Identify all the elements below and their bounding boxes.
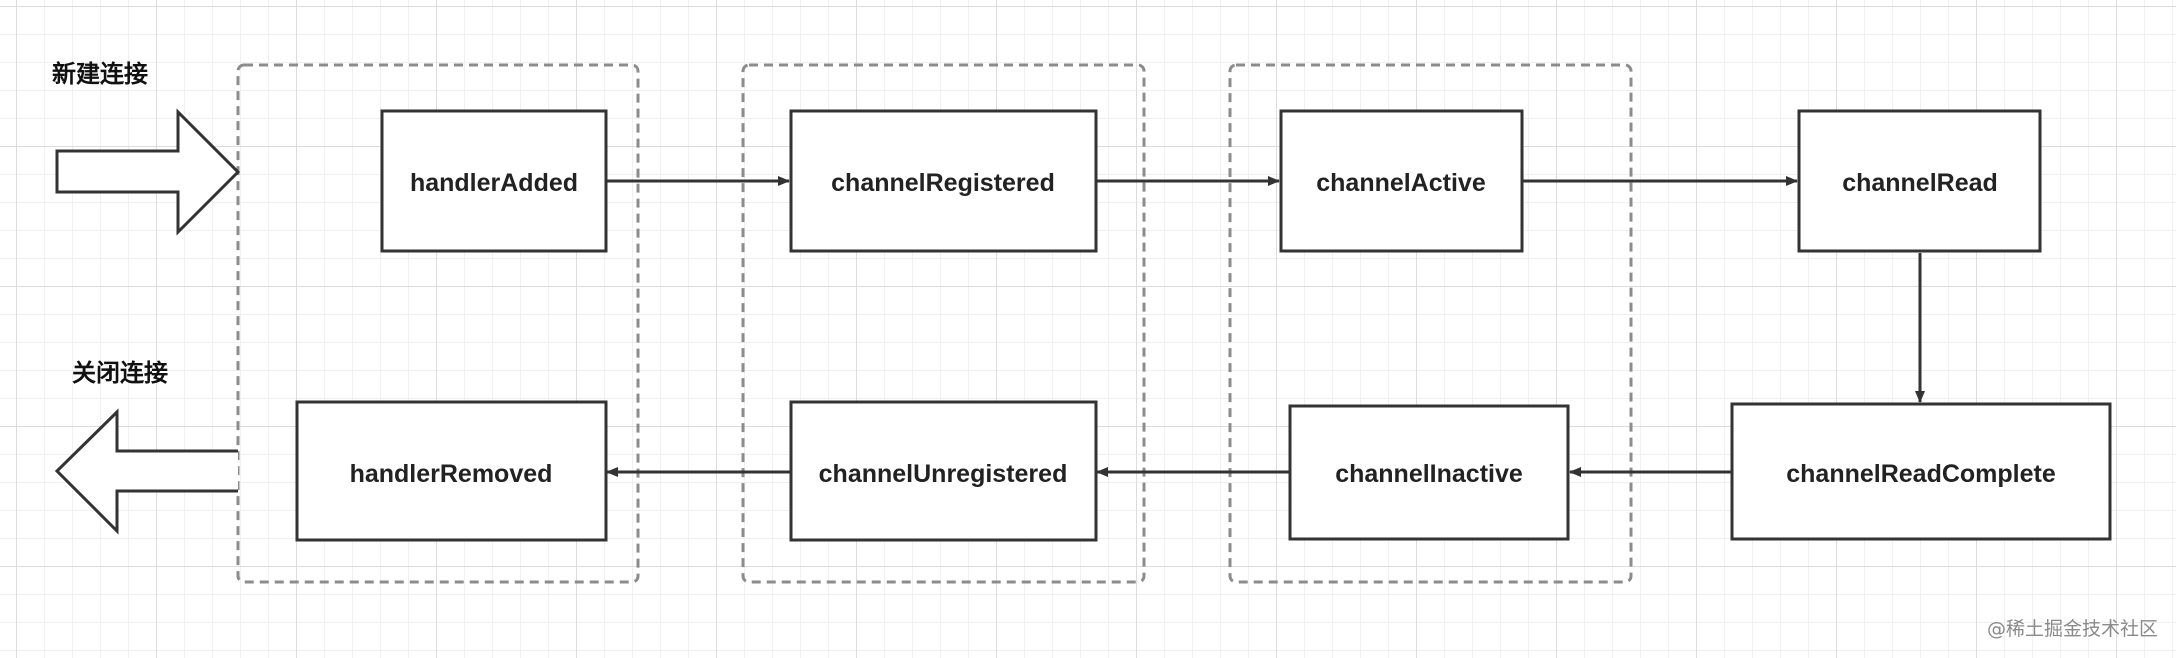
node-channel-registered: channelRegistered (789, 109, 1098, 253)
close-connection-arrow-icon (54, 408, 238, 535)
close-connection-label: 关闭连接 (72, 359, 168, 387)
node-channel-active: channelActive (1279, 109, 1524, 253)
group-box-1 (236, 63, 640, 584)
watermark-text: @稀土掘金技术社区 (1987, 618, 2158, 640)
node-handler-added-label: handlerAdded (410, 169, 578, 197)
node-channel-registered-label: channelRegistered (831, 169, 1055, 197)
node-channel-active-label: channelActive (1316, 169, 1486, 197)
node-channel-unregistered: channelUnregistered (789, 400, 1098, 542)
group-box-3 (1228, 63, 1633, 584)
node-channel-read-complete: channelReadComplete (1730, 402, 2112, 541)
node-handler-removed: handlerRemoved (295, 400, 608, 542)
group-box-2 (741, 63, 1146, 584)
new-connection-arrow-icon (55, 108, 241, 236)
node-channel-inactive: channelInactive (1288, 404, 1570, 541)
node-handler-removed-label: handlerRemoved (350, 460, 553, 488)
node-channel-read: channelRead (1797, 109, 2042, 253)
node-channel-inactive-label: channelInactive (1335, 460, 1523, 488)
node-channel-unregistered-label: channelUnregistered (819, 460, 1068, 488)
node-channel-read-label: channelRead (1842, 169, 1998, 197)
node-channel-read-complete-label: channelReadComplete (1786, 460, 2056, 488)
new-connection-label: 新建连接 (52, 60, 148, 88)
node-handler-added: handlerAdded (380, 109, 608, 253)
